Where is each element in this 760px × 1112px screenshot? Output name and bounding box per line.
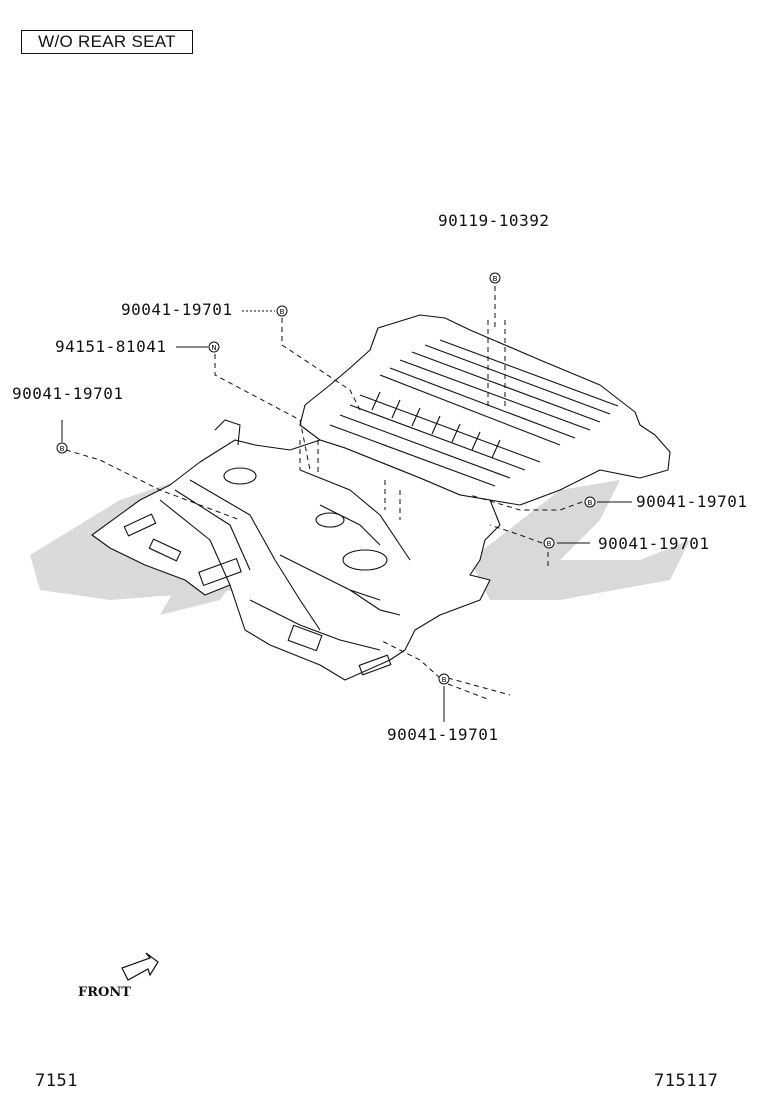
part-number-label: 90041-19701 [598,534,710,553]
part-number-label: 90119-10392 [438,211,550,230]
front-floor-panel [91,439,501,681]
fastener-marker-c2: B [276,305,288,317]
rear-floor-panel [299,314,671,506]
fastener-marker-c3: N [208,341,220,353]
fastener-marker-c6: B [543,537,555,549]
front-direction-label: FRONT [78,985,131,1000]
svg-text:B: B [547,540,552,548]
illustration-number-right: 715117 [654,1071,719,1091]
fastener-marker-c5: B [584,496,596,508]
front-arrow-icon [121,952,159,981]
illustration-number-left: 7151 [35,1071,78,1091]
fastener-markers: B B N B B B B [56,272,596,685]
floor-panel-drawing [91,314,671,681]
part-number-label: 90041-19701 [121,300,233,319]
svg-text:N: N [211,344,216,352]
rear-panel-ribs [329,339,619,487]
leader-lines [61,286,632,722]
svg-text:B: B [442,676,447,684]
svg-text:B: B [588,499,593,507]
part-number-label: 90041-19701 [12,384,124,403]
fastener-marker-c7: B [438,673,450,685]
svg-text:B: B [280,308,285,316]
part-number-label: 94151-81041 [55,337,167,356]
fastener-marker-c1: B [489,272,501,284]
svg-text:B: B [60,445,65,453]
fastener-marker-c4: B [56,442,68,454]
front-panel-details [123,419,411,676]
part-number-label: 90041-19701 [387,725,499,744]
svg-text:B: B [493,275,498,283]
part-number-label: 90041-19701 [636,492,748,511]
variant-title-box: W/O REAR SEAT [21,30,193,54]
